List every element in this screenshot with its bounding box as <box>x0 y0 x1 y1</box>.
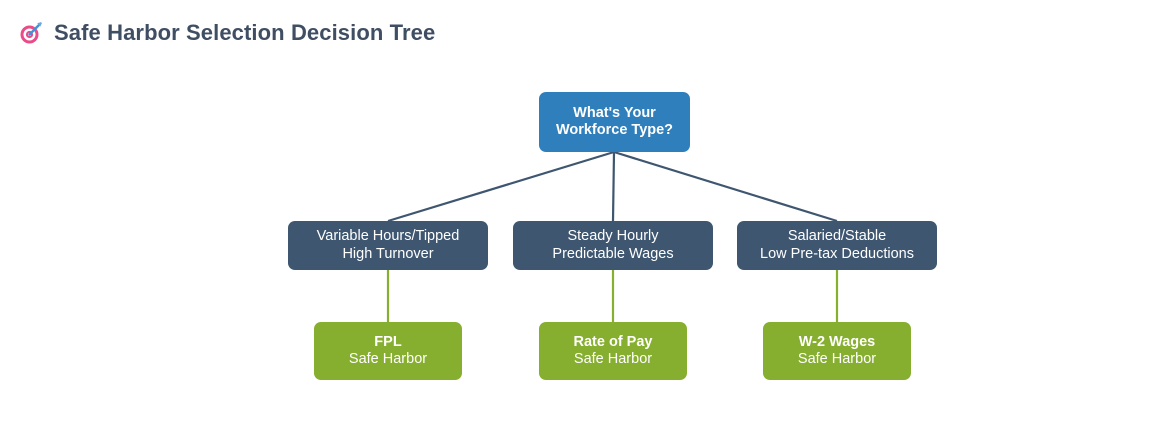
node-w2-wages-subtitle: Safe Harbor <box>797 351 877 367</box>
page-title: Safe Harbor Selection Decision Tree <box>54 20 436 45</box>
node-salaried-stable[interactable]: Salaried/Stable Low Pre-tax Deductions <box>737 221 937 270</box>
node-rate-of-pay-subtitle: Safe Harbor <box>573 351 653 367</box>
edge-root-to-salaried-stable <box>613 150 838 223</box>
node-rate-of-pay-safe-harbor[interactable]: Rate of Pay Safe Harbor <box>539 322 687 380</box>
node-variable-hours[interactable]: Variable Hours/Tipped High Turnover <box>288 221 488 270</box>
node-steady-hourly[interactable]: Steady Hourly Predictable Wages <box>513 221 713 270</box>
node-fpl-safe-harbor[interactable]: FPL Safe Harbor <box>314 322 462 380</box>
node-rate-of-pay-title: Rate of Pay <box>573 333 653 350</box>
node-steady-hourly-line2: Predictable Wages <box>552 245 674 262</box>
node-variable-hours-line1: Variable Hours/Tipped <box>316 228 460 245</box>
dart-target-icon <box>18 20 44 46</box>
node-steady-hourly-line1: Steady Hourly <box>567 228 659 245</box>
node-salaried-stable-line2: Low Pre-tax Deductions <box>760 245 914 262</box>
node-workforce-type-line2: Workforce Type? <box>555 122 674 138</box>
edge-root-to-steady-hourly <box>611 151 616 222</box>
node-fpl-subtitle: Safe Harbor <box>348 351 428 367</box>
node-workforce-type-line1: What's Your <box>573 104 656 121</box>
node-variable-hours-line2: High Turnover <box>342 245 434 262</box>
node-w2-wages-safe-harbor[interactable]: W-2 Wages Safe Harbor <box>763 322 911 380</box>
node-salaried-stable-line1: Salaried/Stable <box>787 228 887 245</box>
node-workforce-type[interactable]: What's Your Workforce Type? <box>539 92 690 152</box>
node-fpl-title: FPL <box>374 333 402 350</box>
node-w2-wages-title: W-2 Wages <box>798 333 876 350</box>
edge-root-to-variable-hours <box>387 150 615 223</box>
page-header: Safe Harbor Selection Decision Tree <box>0 0 1154 66</box>
